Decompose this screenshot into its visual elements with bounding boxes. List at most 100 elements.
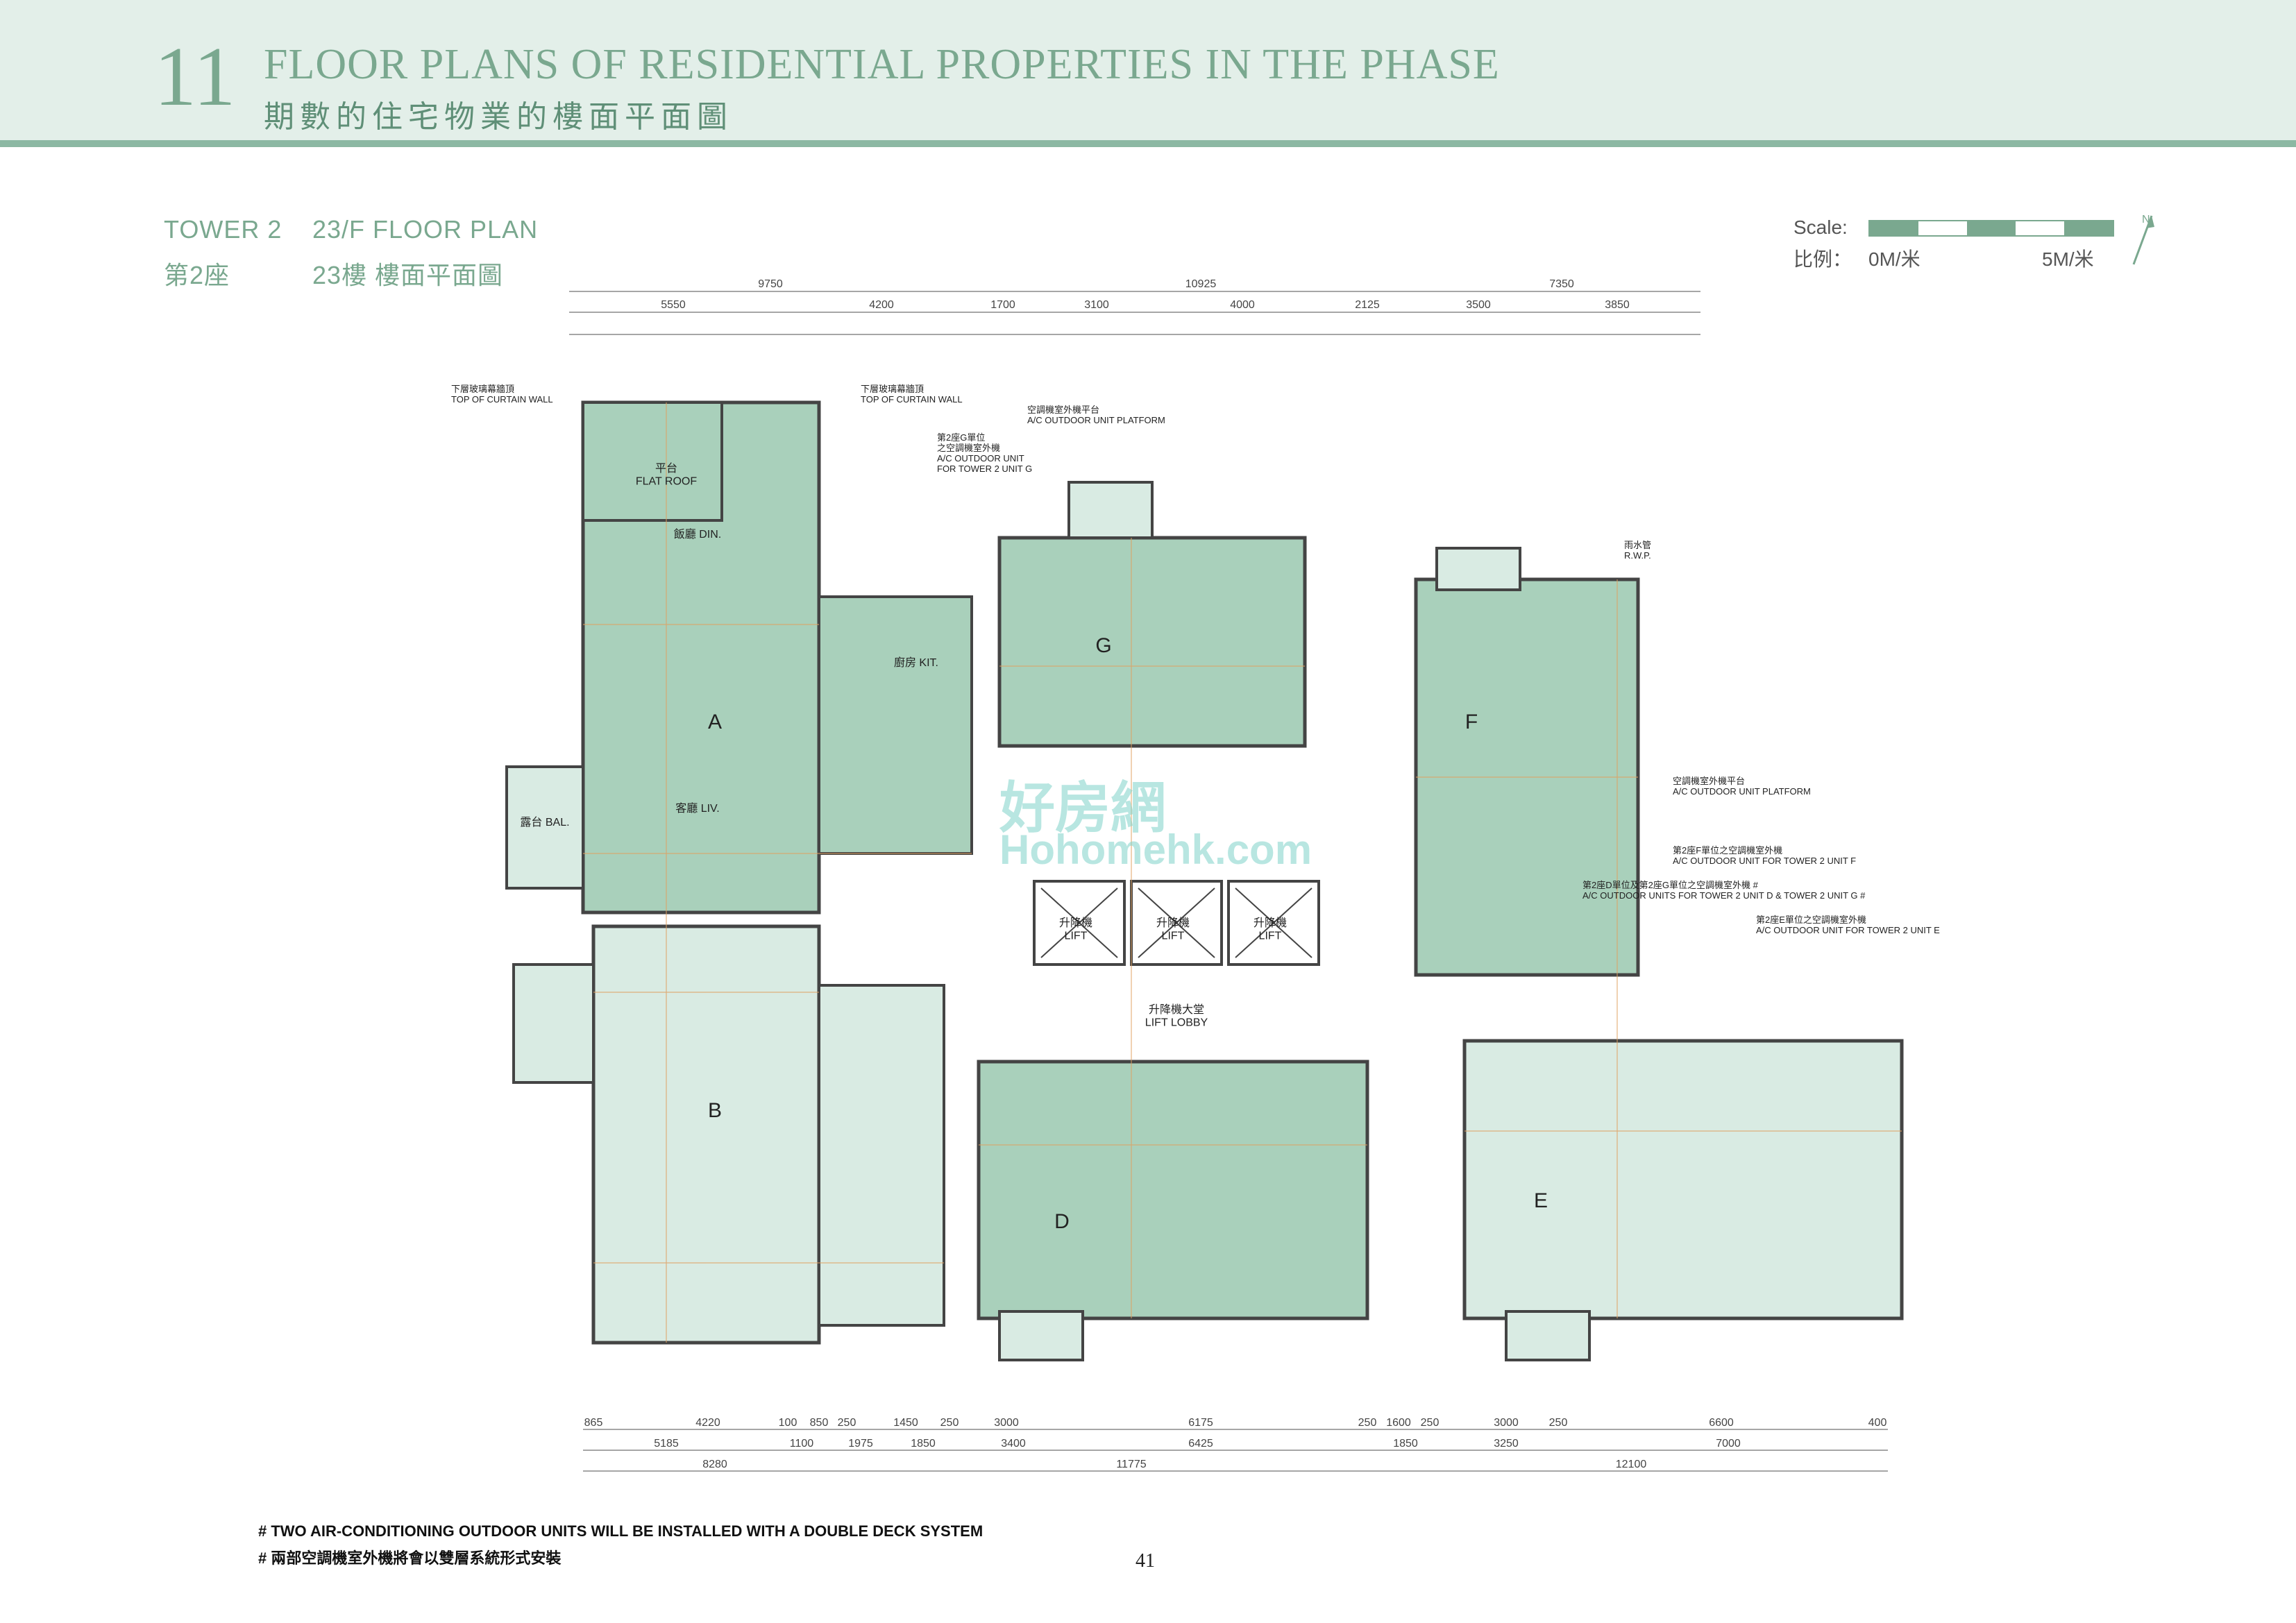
dim-text: 5185 xyxy=(654,1438,679,1450)
dim-text: 3400 xyxy=(1001,1438,1026,1450)
dim-text: 6600 xyxy=(1709,1417,1734,1429)
dim-text: 1700 xyxy=(990,299,1015,311)
unit-b-service-area xyxy=(818,984,945,1327)
lift-cross-marks xyxy=(1040,887,1312,958)
unit-d-balcony xyxy=(998,1310,1084,1361)
dim-text: 3000 xyxy=(994,1417,1019,1429)
unit-g-area xyxy=(997,536,1307,748)
dim-text: 250 xyxy=(940,1417,959,1429)
dimension-grid xyxy=(583,402,1902,1343)
unit-e-balcony xyxy=(1505,1310,1591,1361)
dim-text: 6175 xyxy=(1188,1417,1213,1429)
dim-text: 1600 xyxy=(1386,1417,1411,1429)
unit-label-d: D xyxy=(1054,1210,1070,1233)
dim-text: 1850 xyxy=(911,1438,936,1450)
dim-text: 3000 xyxy=(1494,1417,1519,1429)
dim-text: 250 xyxy=(1549,1417,1568,1429)
dim-text: 2125 xyxy=(1355,299,1380,311)
scale-label-en: Scale: xyxy=(1793,216,1848,238)
dim-text: 4200 xyxy=(869,299,894,311)
dim-text: 3100 xyxy=(1084,299,1109,311)
dim-text: 1450 xyxy=(893,1417,918,1429)
dim-text: 3250 xyxy=(1494,1438,1519,1450)
north-arrow-icon: N xyxy=(2132,214,2154,265)
section-title-en: FLOOR PLANS OF RESIDENTIAL PROPERTIES IN… xyxy=(264,41,1500,88)
dim-text: 100 xyxy=(779,1417,797,1429)
bottom-dimensions: 865 4220 100 850 250 1450 250 3000 6175 … xyxy=(584,1417,1887,1470)
unit-e-area xyxy=(1462,1039,1904,1320)
unit-labels: A B G F D E xyxy=(708,634,1548,1233)
dim-text: 7000 xyxy=(1716,1438,1741,1450)
dim-text: 6425 xyxy=(1188,1438,1213,1450)
note-zh: # 兩部空調機室外機將會以雙層系統形式安裝 xyxy=(258,1549,562,1567)
scale-start: 0M/米 xyxy=(1868,248,1921,270)
dim-text: 1850 xyxy=(1393,1438,1418,1450)
dim-text: 11775 xyxy=(1116,1459,1146,1470)
plan-label-en: 23/F FLOOR PLAN xyxy=(312,215,539,244)
section-number: 11 xyxy=(154,30,236,124)
watermark-en: Hohomehk.com xyxy=(999,826,1312,873)
top-dimensions: 9750 10925 7350 5550 4200 1700 3100 4000… xyxy=(661,278,1630,311)
unit-g-balcony xyxy=(1067,481,1154,539)
watermark-zh: 好房網 xyxy=(999,777,1166,839)
room-kit: 廚房 KIT. xyxy=(894,656,938,669)
unit-b-balcony xyxy=(512,963,595,1084)
bottom-dimension-lines xyxy=(583,1429,1888,1472)
unit-label-f: F xyxy=(1465,711,1478,733)
dim-text: 250 xyxy=(1421,1417,1440,1429)
unit-label-b: B xyxy=(708,1099,722,1122)
room-bal: 露台 BAL. xyxy=(520,816,569,829)
unit-b-area xyxy=(591,924,821,1345)
page-header xyxy=(0,0,2296,140)
dim-text: 3850 xyxy=(1605,299,1630,311)
dim-text: 250 xyxy=(1358,1417,1377,1429)
dim-text: 865 xyxy=(584,1417,603,1429)
floor-plan: 9750 10925 7350 5550 4200 1700 3100 4000… xyxy=(451,278,1940,1472)
dim-text: 1975 xyxy=(848,1438,873,1450)
flat-roof-area xyxy=(582,401,723,522)
unit-a-kitchen-area xyxy=(818,595,973,855)
dim-text: 7350 xyxy=(1549,278,1574,290)
north-label: N xyxy=(2142,214,2150,226)
scale-bar xyxy=(1868,220,2114,237)
section-title-zh: 期數的住宅物業的樓面平面圖 xyxy=(264,99,733,135)
dim-text: 12100 xyxy=(1616,1459,1647,1470)
dim-text: 250 xyxy=(838,1417,856,1429)
unit-label-a: A xyxy=(708,711,722,733)
annotation-ac-unit-dg: 第2座D單位及第2座G單位之空調機室外機 #A/C OUTDOOR UNITS … xyxy=(1582,880,1866,901)
header-rule xyxy=(0,140,2296,147)
dim-text: 850 xyxy=(810,1417,829,1429)
dim-text: 8280 xyxy=(702,1459,727,1470)
page-number: 41 xyxy=(1136,1550,1155,1572)
dim-text: 3500 xyxy=(1466,299,1491,311)
dim-text: 4000 xyxy=(1230,299,1255,311)
dim-text: 1100 xyxy=(790,1438,814,1450)
dim-text: 4220 xyxy=(695,1417,720,1429)
unit-label-g: G xyxy=(1095,634,1111,657)
dim-text: 400 xyxy=(1868,1417,1887,1429)
room-liv: 客廳 LIV. xyxy=(675,801,719,815)
unit-a-balcony xyxy=(505,765,584,890)
top-dimension-lines xyxy=(569,291,1700,335)
dim-text: 10925 xyxy=(1185,278,1217,290)
unit-f-balcony xyxy=(1435,547,1521,591)
unit-label-e: E xyxy=(1534,1189,1548,1212)
tower-label-zh: 第2座 xyxy=(164,261,230,289)
scale-label-zh: 比例： xyxy=(1793,248,1852,270)
plan-label-zh: 23樓 樓面平面圖 xyxy=(312,261,504,289)
dim-text: 5550 xyxy=(661,299,686,311)
